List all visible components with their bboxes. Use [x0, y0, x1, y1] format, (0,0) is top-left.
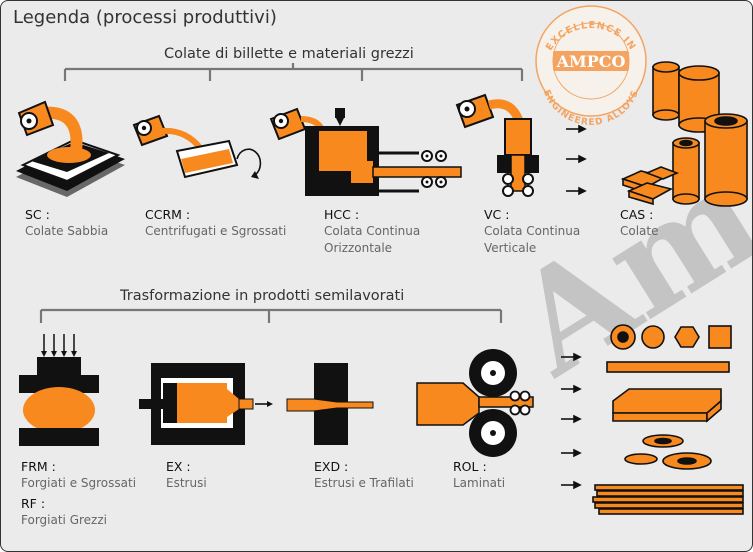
process-desc-rol: Laminati — [453, 476, 506, 490]
process-code-rol: ROL : — [453, 459, 487, 474]
row1-arrows — [566, 124, 587, 196]
cast-products-illustration — [620, 61, 748, 207]
process-desc-hcc-2: Orizzontale — [324, 241, 393, 255]
extrusion-illustration — [139, 363, 273, 445]
process-desc-frm: Forgiati e Sgrossati — [21, 476, 137, 490]
process-desc-sc: Colate Sabbia — [25, 224, 109, 238]
process-desc-rf: Forgiati Grezzi — [21, 513, 107, 527]
process-code-rf: RF : — [21, 496, 46, 511]
sand-casting-illustration — [16, 100, 125, 197]
process-code-ccrm: CCRM : — [145, 207, 191, 222]
process-desc-vc-2: Verticale — [484, 241, 537, 255]
ampco-badge: EXCELLENCE IN ENGINEERED ALLOYS AMPCO — [535, 5, 647, 128]
process-desc-vc-1: Colata Continua — [484, 224, 581, 238]
centrifugal-illustration — [132, 114, 262, 179]
horizontal-continuous-illustration — [269, 107, 462, 196]
process-code-frm: FRM : — [21, 459, 56, 474]
forging-illustration — [19, 334, 99, 446]
process-code-ex: EX : — [166, 459, 191, 474]
process-desc-exd: Estrusi e Trafilati — [314, 476, 414, 490]
section1-bracket — [63, 63, 524, 81]
process-code-hcc: HCC : — [324, 207, 360, 222]
section2-bracket — [39, 308, 503, 323]
process-code-sc: SC : — [25, 207, 50, 222]
vertical-continuous-illustration — [455, 93, 539, 197]
section2-title: Trasformazione in prodotti semilavorati — [120, 288, 405, 304]
legend-title: Legenda (processi produttivi) — [13, 7, 277, 28]
semifinished-products-illustration — [592, 324, 744, 515]
process-desc-hcc-1: Colata Continua — [324, 224, 421, 238]
row2-arrows — [561, 352, 582, 490]
process-desc-ex: Estrusi — [166, 476, 207, 490]
process-code-exd: EXD : — [314, 459, 349, 474]
process-code-cas: CAS : — [620, 207, 654, 222]
process-code-vc: VC : — [484, 207, 510, 222]
rolling-illustration — [416, 349, 534, 457]
process-desc-cas: Colate — [620, 224, 659, 238]
badge-center-text: AMPCO — [556, 52, 626, 71]
section1-title: Colate di billette e materiali grezzi — [164, 46, 414, 62]
drawing-illustration — [286, 363, 374, 445]
process-desc-ccrm: Centrifugati e Sgrossati — [145, 224, 287, 238]
